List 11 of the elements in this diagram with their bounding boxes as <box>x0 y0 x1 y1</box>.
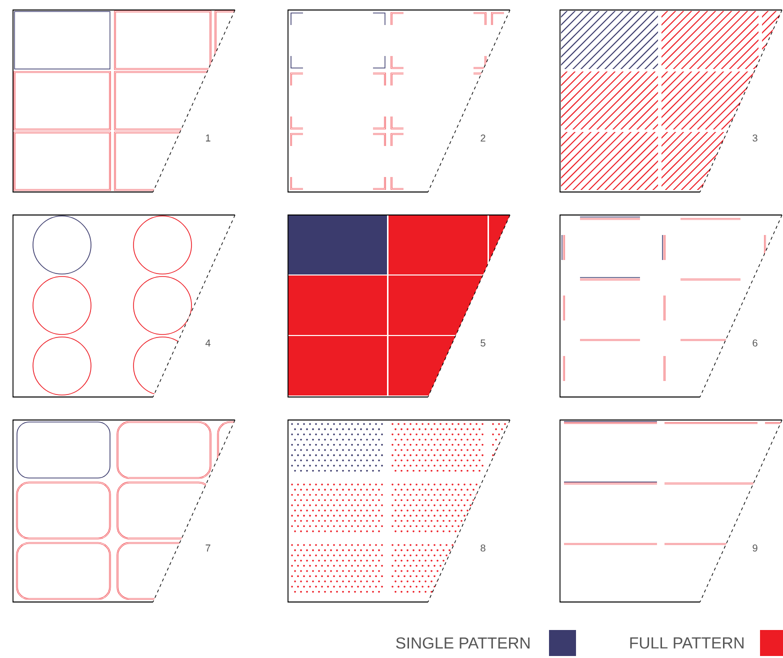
panel-number: 4 <box>205 340 210 346</box>
panel-number: 1 <box>206 134 210 142</box>
panel-number: 2 <box>480 134 486 142</box>
panel-number: 6 <box>752 339 758 347</box>
panel-number: 8 <box>480 544 486 552</box>
legend-label: FULL PATTERN <box>630 637 744 649</box>
panel-number: 5 <box>480 340 486 346</box>
legend-label: SINGLE PATTERN <box>396 637 530 649</box>
panel-number: 9 <box>752 544 758 552</box>
panel-number: 7 <box>206 544 210 552</box>
panel-number: 3 <box>752 134 758 142</box>
